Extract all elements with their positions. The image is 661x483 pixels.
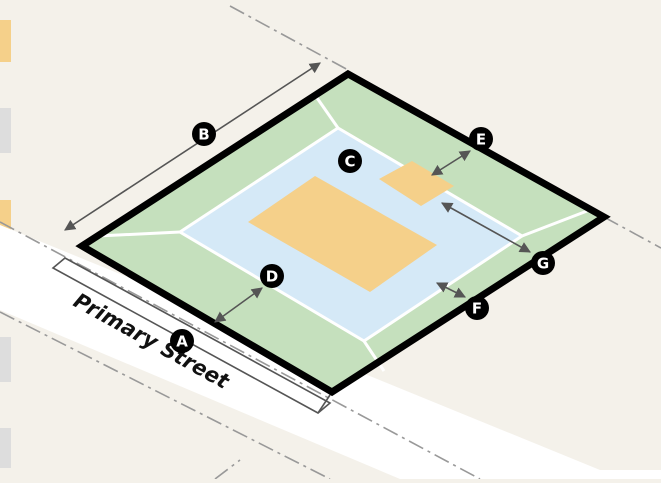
- setback-divider: [362, 340, 386, 372]
- marker-e: E: [469, 127, 493, 151]
- marker-a-label: A: [176, 333, 188, 351]
- marker-b-badge: [192, 122, 216, 146]
- property-lines: [229, 5, 661, 249]
- dimension-g-arrow: [441, 202, 531, 253]
- marker-f-label: F: [472, 300, 482, 318]
- marker-g-label: G: [537, 255, 549, 273]
- setback-divider: [97, 230, 181, 238]
- dimension-b-arrow: [64, 62, 321, 231]
- street-boundary-lines: [0, 221, 481, 480]
- marker-g-badge: [531, 251, 555, 275]
- dimension-e-arrow: [431, 150, 471, 176]
- dimension-f-arrow: [435, 282, 467, 298]
- marker-b-label: B: [198, 126, 209, 144]
- marker-b: B: [192, 122, 216, 146]
- street: [0, 225, 661, 479]
- marker-d-label: D: [266, 268, 278, 286]
- marker-f: F: [465, 296, 489, 320]
- street-edge-line-lower: [0, 311, 331, 480]
- marker-a-badge: [170, 329, 194, 353]
- marker-d: D: [260, 264, 284, 288]
- marker-c-label: C: [344, 153, 355, 171]
- left-edge-tab: [0, 428, 11, 468]
- left-edge-tab: [0, 108, 11, 153]
- left-edge-tab: [0, 337, 11, 382]
- accessory-building: [379, 161, 454, 206]
- marker-g: G: [531, 251, 555, 275]
- setback-divider: [521, 209, 588, 238]
- marker-a: A: [170, 329, 194, 353]
- marker-f-badge: [465, 296, 489, 320]
- marker-e-badge: [469, 127, 493, 151]
- marker-c-badge: [338, 149, 362, 173]
- dimension-lines: [51, 62, 531, 414]
- marker-e-label: E: [476, 131, 486, 149]
- marker-c: C: [338, 149, 362, 173]
- property-line-right: [603, 216, 661, 249]
- dimension-a-tick: [317, 394, 331, 414]
- street-edge-line-upper: [0, 221, 481, 480]
- dimension-d-arrow: [214, 287, 263, 323]
- dimension-a-bracket: [51, 257, 332, 414]
- street-edge-line-bottom: [214, 459, 241, 480]
- property-line-top: [229, 5, 351, 72]
- marker-d-badge: [260, 264, 284, 288]
- left-edge-tab: [0, 20, 11, 62]
